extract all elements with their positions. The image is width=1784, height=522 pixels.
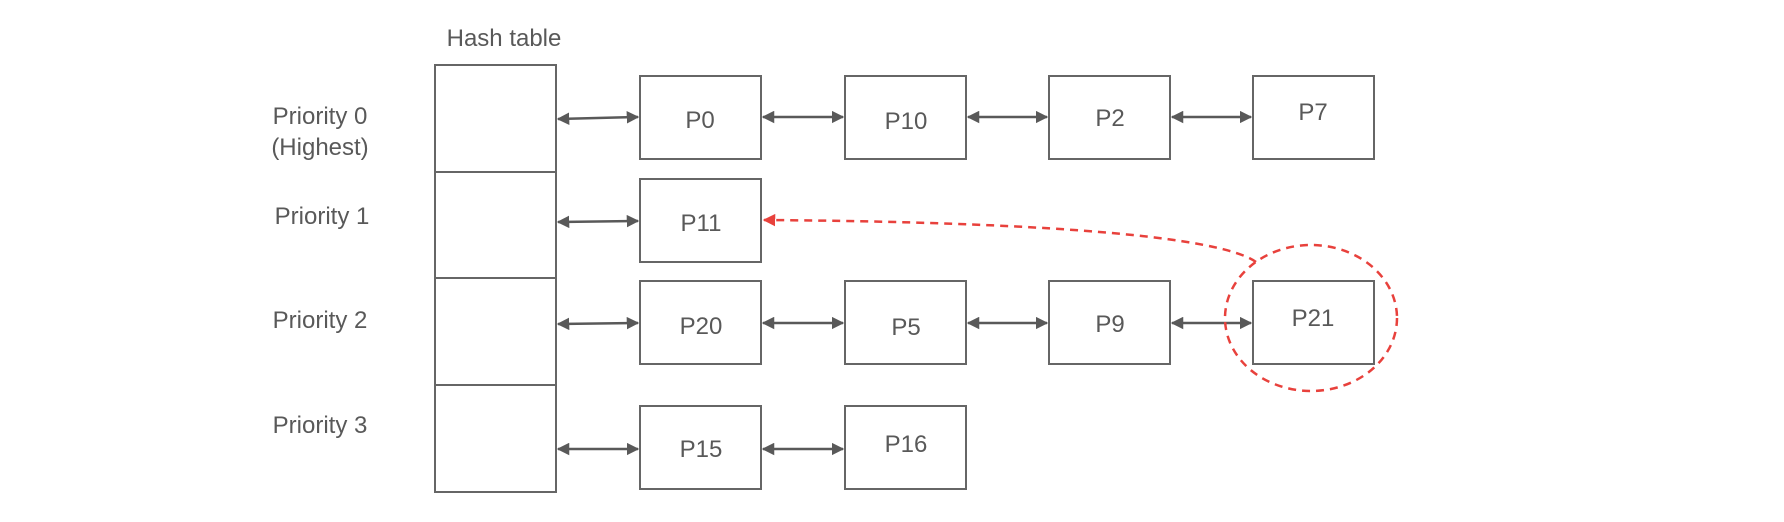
node-box (639, 280, 762, 365)
node-label: P11 (681, 210, 722, 237)
highlight-dashed-circle (1223, 243, 1399, 393)
hash-bucket-2 (434, 277, 557, 386)
priority-2-label: Priority 2 (273, 307, 368, 334)
hash-table-title: Hash table (447, 25, 562, 52)
highlight-dashed-arrow (762, 213, 1257, 264)
node-label: P15 (680, 436, 723, 463)
node-label: P2 (1095, 105, 1124, 132)
node-box (639, 75, 762, 160)
node-label: P16 (885, 431, 928, 458)
node-box (639, 405, 762, 490)
node-box (1252, 75, 1375, 160)
node-label: P10 (885, 108, 928, 135)
link-arrow (556, 111, 640, 125)
node-label: P20 (680, 313, 723, 340)
node-box (1048, 280, 1171, 365)
node-box-highlighted (1252, 280, 1375, 365)
hash-bucket-3 (434, 384, 557, 493)
link-arrow (556, 316, 640, 331)
node-label: P0 (685, 107, 714, 134)
priority-0-label: Priority 0 (273, 103, 368, 130)
link-arrow (556, 214, 640, 229)
row-priority-2: P20 P5 P9 P21 (639, 280, 1375, 365)
link-arrows (556, 110, 1253, 456)
priority-3-label: Priority 3 (273, 412, 368, 439)
row-priority-0: P0 P10 P2 P7 (639, 75, 1375, 160)
node-box (1048, 75, 1171, 160)
hash-table (434, 64, 557, 493)
node-box (844, 405, 967, 490)
node-label: P5 (891, 314, 920, 341)
priority-1-label: Priority 1 (275, 203, 370, 230)
node-label-highlighted: P21 (1292, 305, 1335, 332)
node-label: P7 (1298, 99, 1327, 126)
node-box (844, 75, 967, 160)
hash-bucket-1 (434, 171, 557, 279)
row-priority-3: P15 P16 (639, 405, 967, 490)
hash-bucket-0 (434, 64, 557, 173)
node-label: P9 (1095, 311, 1124, 338)
node-box (844, 280, 967, 365)
priority-0-sublabel: (Highest) (271, 134, 368, 161)
row-priority-1: P11 (639, 178, 762, 263)
node-box (639, 178, 762, 263)
